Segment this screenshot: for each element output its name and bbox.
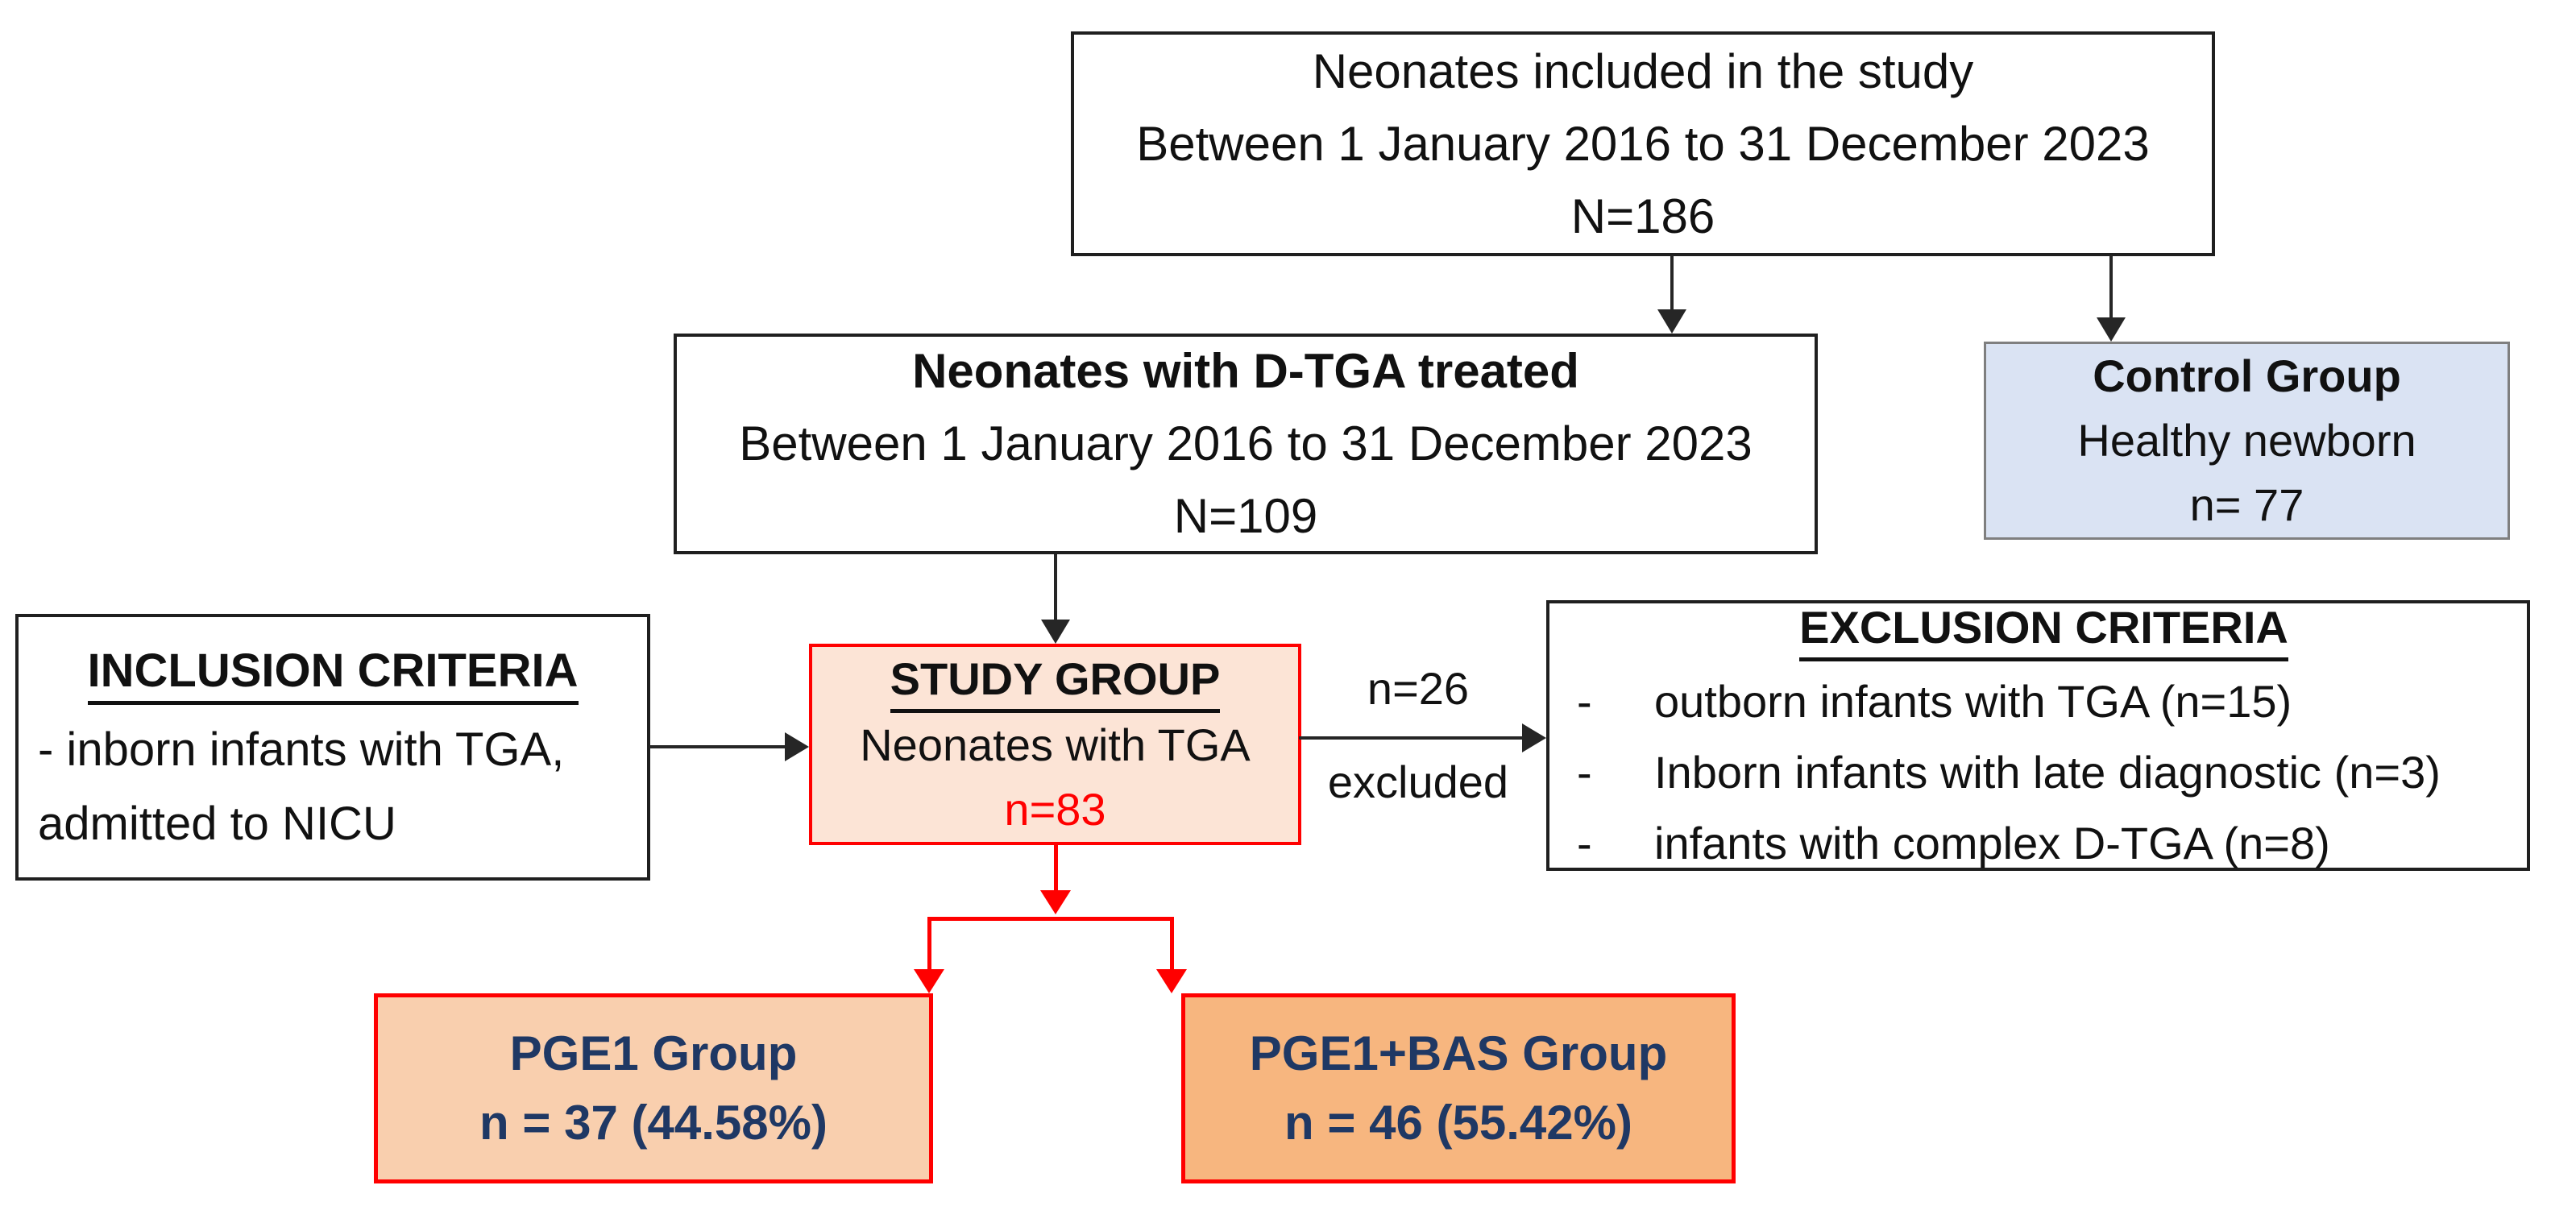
control-count: n= 77: [2189, 479, 2304, 530]
connector-included-to-dtga: [1670, 255, 1674, 310]
arrowhead-study-to-split: [1040, 890, 1071, 914]
arrowhead-dtga-to-study: [1041, 620, 1070, 644]
arrowhead-inclusion-to-study: [785, 732, 809, 761]
exclusion-bullet: -: [1577, 676, 1592, 727]
box-study-group: STUDY GROUP Neonates with TGA n=83: [809, 644, 1301, 845]
inclusion-line1: - inborn infants with TGA,: [38, 723, 565, 776]
exclusion-item: - infants with complex D-TGA (n=8): [1577, 808, 2511, 879]
pge1-title: PGE1 Group: [509, 1026, 798, 1080]
connector-study-to-exclusion: [1299, 736, 1524, 740]
connector-split-to-pge1bas: [1170, 917, 1174, 970]
exclusion-bullet: -: [1577, 747, 1592, 798]
pge1bas-title: PGE1+BAS Group: [1249, 1026, 1668, 1080]
included-line1: Neonates included in the study: [1312, 44, 1974, 98]
arrowhead-split-to-pge1bas: [1156, 969, 1187, 993]
label-excluded-count: n=26: [1367, 663, 1470, 714]
control-line2: Healthy newborn: [2077, 415, 2416, 466]
dtga-line2: Between 1 January 2016 to 31 December 20…: [739, 417, 1753, 470]
included-count: N=186: [1570, 189, 1715, 243]
study-title: STUDY GROUP: [890, 654, 1221, 713]
connector-split-bar: [927, 917, 1174, 921]
label-excluded-word: excluded: [1327, 756, 1509, 807]
exclusion-item-text: outborn infants with TGA (n=15): [1654, 676, 2292, 727]
connector-study-to-split: [1054, 844, 1058, 891]
box-exclusion-criteria: EXCLUSION CRITERIA - outborn infants wit…: [1546, 600, 2530, 871]
exclusion-bullet: -: [1577, 818, 1592, 868]
arrowhead-included-to-dtga: [1657, 309, 1686, 334]
exclusion-item: - outborn infants with TGA (n=15): [1577, 666, 2511, 737]
exclusion-item: - Inborn infants with late diagnostic (n…: [1577, 737, 2511, 808]
box-pge1-group: PGE1 Group n = 37 (44.58%): [374, 993, 933, 1183]
included-line2: Between 1 January 2016 to 31 December 20…: [1136, 116, 2150, 171]
exclusion-item-text: infants with complex D-TGA (n=8): [1654, 818, 2330, 868]
control-title: Control Group: [2093, 350, 2401, 401]
connector-included-to-control: [2109, 255, 2113, 318]
dtga-title: Neonates with D-TGA treated: [912, 344, 1579, 398]
exclusion-item-text: Inborn infants with late diagnostic (n=3…: [1654, 747, 2441, 798]
box-inclusion-criteria: INCLUSION CRITERIA - inborn infants with…: [15, 614, 650, 881]
arrowhead-split-to-pge1: [914, 969, 944, 993]
connector-inclusion-to-study: [649, 745, 786, 748]
inclusion-line2: admitted to NICU: [38, 797, 396, 850]
dtga-count: N=109: [1173, 489, 1318, 543]
box-pge1-bas-group: PGE1+BAS Group n = 46 (55.42%): [1181, 993, 1736, 1183]
exclusion-title: EXCLUSION CRITERIA: [1799, 603, 2288, 661]
study-count: n=83: [1004, 783, 1106, 835]
pge1-count: n = 37 (44.58%): [479, 1096, 828, 1150]
box-dtga-treated: Neonates with D-TGA treated Between 1 Ja…: [674, 334, 1818, 554]
arrowhead-study-to-exclusion: [1522, 723, 1546, 752]
study-line2: Neonates with TGA: [860, 719, 1251, 770]
connector-split-to-pge1: [927, 917, 931, 970]
box-neonates-included: Neonates included in the study Between 1…: [1071, 31, 2215, 256]
arrowhead-included-to-control: [2097, 317, 2126, 342]
connector-dtga-to-study: [1054, 554, 1057, 620]
inclusion-title: INCLUSION CRITERIA: [87, 645, 579, 706]
pge1bas-count: n = 46 (55.42%): [1284, 1096, 1632, 1150]
box-control-group: Control Group Healthy newborn n= 77: [1984, 342, 2510, 540]
